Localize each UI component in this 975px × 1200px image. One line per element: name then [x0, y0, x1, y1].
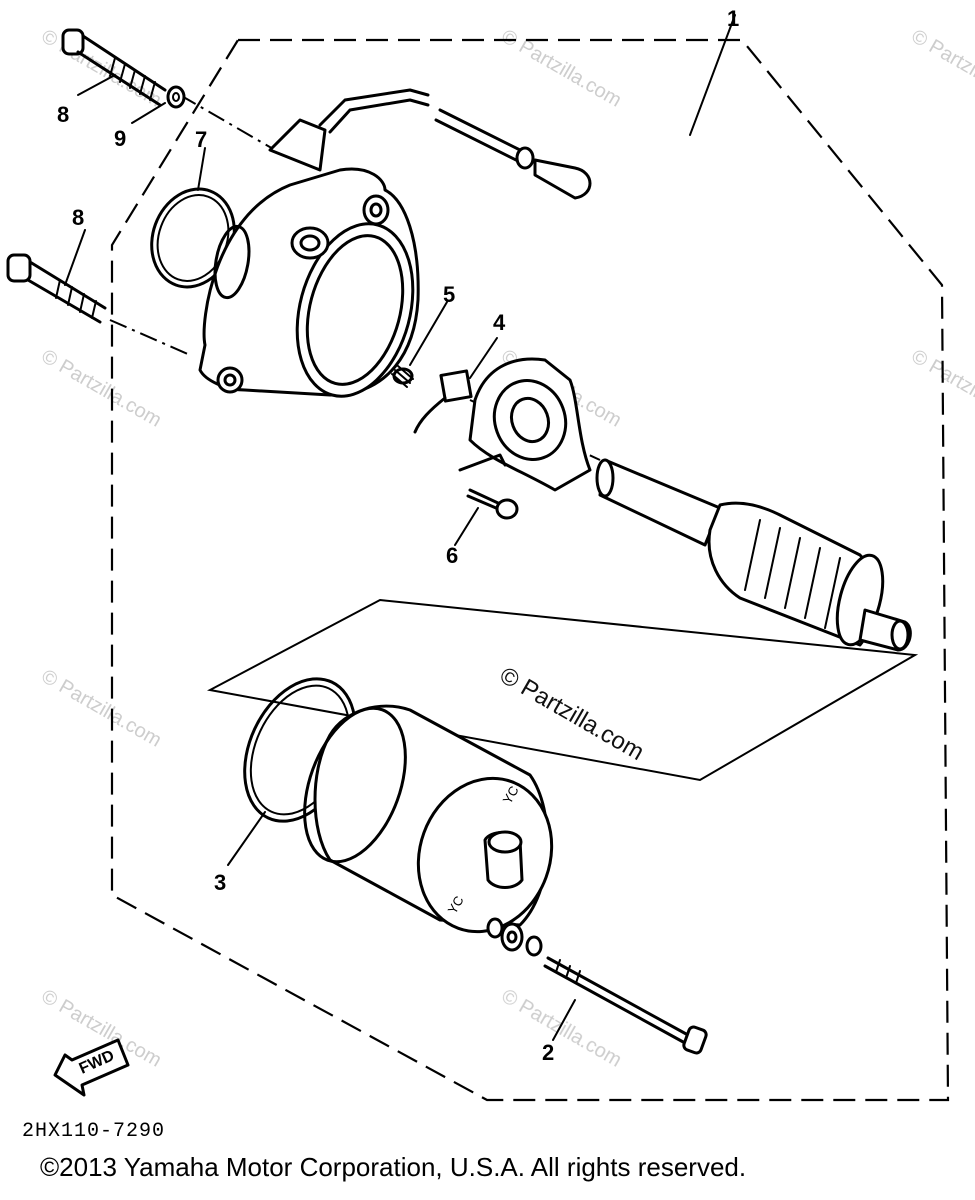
- copyright-notice: ©2013 Yamaha Motor Corporation, U.S.A. A…: [40, 1152, 747, 1182]
- brush-holder-4: [413, 357, 592, 492]
- callout-3: 3: [214, 870, 226, 895]
- callout-7: 7: [195, 127, 207, 152]
- callout-5: 5: [443, 282, 455, 307]
- front-cover-housing: [198, 167, 420, 398]
- callout-8-lower: 8: [72, 205, 84, 230]
- fwd-arrow-icon: FWD: [53, 1038, 130, 1097]
- axis-line-top: [179, 94, 276, 151]
- watermark: © Partzilla.com: [498, 25, 626, 111]
- bolt-8-lower: [6, 253, 107, 324]
- callout-1: 1: [727, 6, 739, 31]
- bolt-8-upper: [61, 28, 167, 107]
- watermark-center: © Partzilla.com: [495, 662, 649, 766]
- armature-plane-outline: [206, 598, 919, 782]
- callout-2: 2: [542, 1040, 554, 1065]
- watermark: © Partzilla.com: [908, 345, 975, 431]
- lead-wire: [268, 88, 592, 200]
- part-code: 2HX110-7290: [22, 1120, 166, 1143]
- washers-and-bolt-2: [486, 917, 708, 1055]
- callout-8-upper: 8: [57, 102, 69, 127]
- callouts: 1 2 3 4 5 6 7 8 8 9: [57, 6, 739, 1065]
- leader-lines: [64, 14, 736, 1041]
- washer-9: [166, 85, 186, 109]
- watermark: © Partzilla.com: [38, 345, 166, 431]
- callout-9: 9: [114, 126, 126, 151]
- axis-line-left: [109, 319, 191, 356]
- callout-6: 6: [446, 543, 458, 568]
- assembly-boundary: [110, 38, 950, 1102]
- callout-4: 4: [493, 310, 506, 335]
- yoke-body: YC YC: [303, 704, 554, 934]
- screw-6: [466, 488, 519, 520]
- watermark: © Partzilla.com: [38, 665, 166, 751]
- watermark: © Partzilla.com: [908, 25, 975, 111]
- armature: [595, 458, 912, 652]
- spring-5: [391, 365, 414, 388]
